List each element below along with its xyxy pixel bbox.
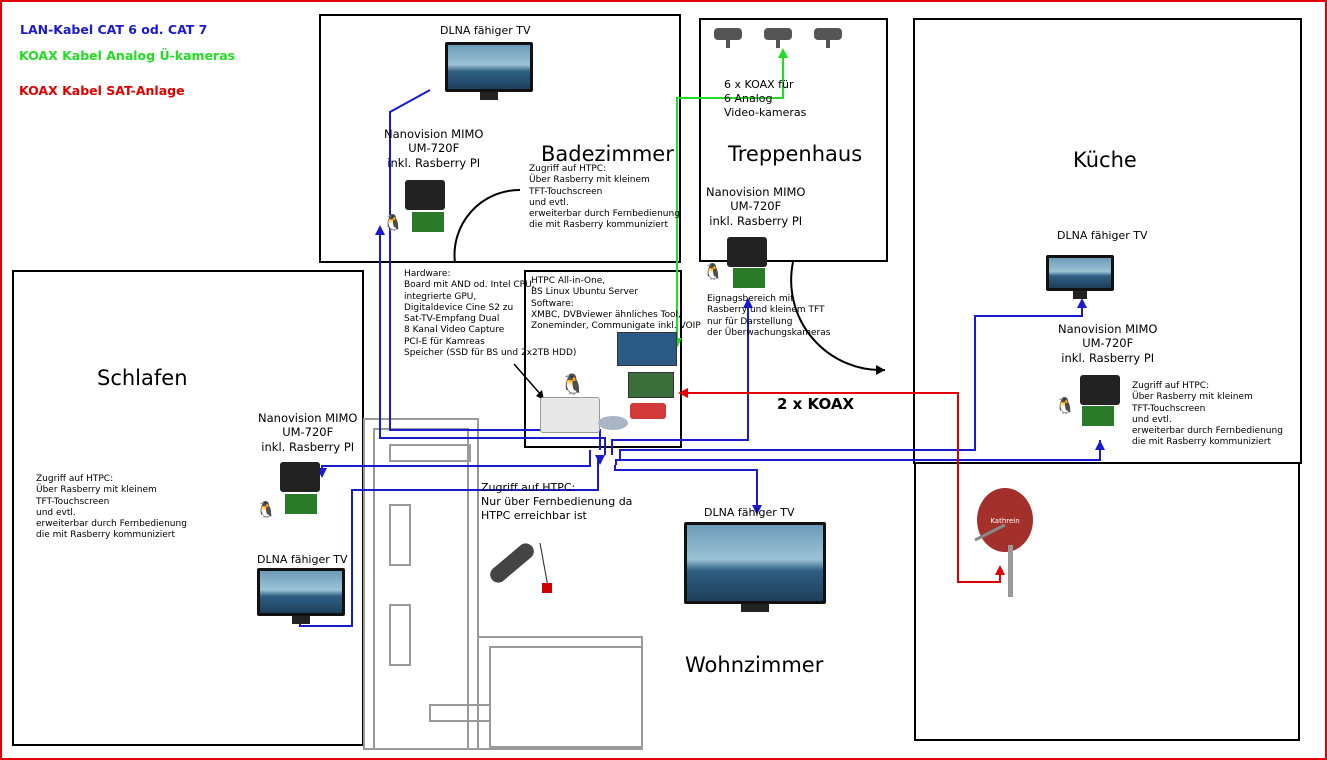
- badezimmer-tv-icon: [445, 42, 533, 100]
- badezimmer-tv-label: DLNA fähiger TV: [440, 24, 531, 37]
- treppenhaus-panel-label: Nanovision MIMO UM-720F inkl. Rasberry P…: [706, 185, 806, 228]
- kueche-panel-label: Nanovision MIMO UM-720F inkl. Rasberry P…: [1058, 322, 1158, 365]
- schlafen-tablet-icon: [280, 462, 320, 492]
- kueche-tablet-icon: [1080, 375, 1120, 405]
- htpc-box: [524, 270, 682, 448]
- kueche-access-text: Zugriff auf HTPC: Über Rasberry mit klei…: [1132, 381, 1283, 448]
- legend-koax-sat: KOAX Kabel SAT-Anlage: [19, 83, 185, 98]
- room-title-wohnzimmer: Wohnzimmer: [685, 653, 824, 677]
- wohnzimmer-tv-label: DLNA fähiger TV: [704, 506, 795, 519]
- lan-cable-kueche-tv: [619, 300, 1083, 460]
- badezimmer-access-text: Zugriff auf HTPC: Über Rasberry mit klei…: [529, 164, 680, 231]
- htpc-software-text: HTPC All-in-One, BS Linux Ubuntu Server …: [531, 276, 701, 331]
- sat-dish-brand: Kathrein: [990, 517, 1019, 525]
- koax-cable-sat: [680, 392, 1001, 583]
- schlafen-tv-icon: [257, 568, 345, 624]
- room-treppenhaus: [699, 18, 888, 262]
- treppenhaus-raspberry-icon: [733, 268, 765, 288]
- camera-icons: [710, 22, 850, 60]
- schlafen-access-text: Zugriff auf HTPC: Über Rasberry mit klei…: [36, 474, 187, 541]
- lan-cable-wohnzimmer-tv: [614, 465, 758, 510]
- cameras-label: 6 x KOAX für 6 Analog Video-kameras: [724, 78, 807, 119]
- htpc-tux-icon: 🐧: [560, 372, 585, 396]
- room-title-badezimmer: Badezimmer: [541, 142, 674, 166]
- schlafen-tux-icon: 🐧: [256, 500, 276, 519]
- router-icon: [630, 403, 666, 419]
- badezimmer-raspberry-icon: [412, 212, 444, 232]
- lan-cable-badezimmer-tv: [389, 89, 601, 450]
- room-title-kueche: Küche: [1073, 148, 1137, 172]
- dvb-card-icon: [628, 372, 674, 398]
- room-wohnzimmer-right: [914, 462, 1300, 741]
- schlafen-tv-label: DLNA fähiger TV: [257, 553, 348, 566]
- wohnzimmer-tv-icon: [684, 522, 826, 612]
- badezimmer-tablet-icon: [405, 180, 445, 210]
- badezimmer-panel-label: Nanovision MIMO UM-720F inkl. Rasberry P…: [384, 127, 484, 170]
- koax-cable-cameras: [676, 52, 784, 340]
- schlafen-panel-label: Nanovision MIMO UM-720F inkl. Rasberry P…: [258, 411, 358, 454]
- treppenhaus-tablet-icon: [727, 237, 767, 267]
- capture-card-icon: [617, 332, 677, 366]
- kueche-tv-label: DLNA fähiger TV: [1057, 229, 1148, 242]
- lan-cable-kueche-panel: [615, 440, 1101, 465]
- sat-koax-label: 2 x KOAX: [777, 395, 855, 413]
- lan-cable-treppenhaus-panel: [611, 300, 749, 455]
- room-title-schlafen: Schlafen: [97, 366, 188, 390]
- remote-control-icon: [484, 537, 564, 601]
- legend-lan: LAN-Kabel CAT 6 od. CAT 7: [20, 22, 208, 37]
- badezimmer-tux-icon: 🐧: [383, 213, 403, 232]
- sat-dish-icon: Kathrein: [974, 488, 1033, 597]
- wohnzimmer-remote-text: Zugriff auf HTPC: Nur über Fernbedienung…: [481, 481, 633, 522]
- treppenhaus-tux-icon: 🐧: [703, 262, 723, 281]
- schlafen-raspberry-icon: [285, 494, 317, 514]
- kueche-tux-icon: 🐧: [1055, 396, 1075, 415]
- room-badezimmer: [319, 14, 681, 263]
- lan-cable-schlafen-panel: [321, 450, 591, 476]
- kueche-raspberry-icon: [1082, 406, 1114, 426]
- treppenhaus-input-text: Eignagsbereich mit Rasberry und kleinem …: [707, 294, 831, 338]
- room-title-treppenhaus: Treppenhaus: [728, 142, 863, 166]
- htpc-hardware-text: Hardware: Board mit AND od. Intel CPU, i…: [404, 269, 577, 358]
- network-switch-icon: [598, 416, 628, 430]
- lan-cable-badezimmer-panel: [379, 230, 606, 455]
- htpc-case-icon: [540, 397, 600, 433]
- kueche-tv-icon: [1046, 255, 1114, 299]
- legend-koax-cameras: KOAX Kabel Analog Ü-kameras: [19, 48, 236, 63]
